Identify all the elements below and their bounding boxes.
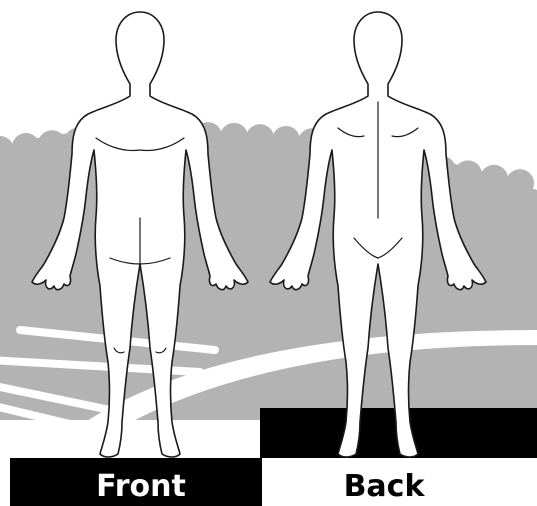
mat-scallop (454, 160, 482, 188)
mat-scallop (38, 130, 66, 158)
mat-scallop (246, 124, 274, 152)
mat-scallop (220, 123, 248, 151)
mat-scallop (12, 133, 40, 161)
mat-scallop (480, 165, 508, 193)
back-label: Back (344, 469, 426, 504)
mat-scallop (506, 169, 534, 197)
mat-scallop (272, 126, 300, 154)
front-label: Front (96, 469, 186, 504)
